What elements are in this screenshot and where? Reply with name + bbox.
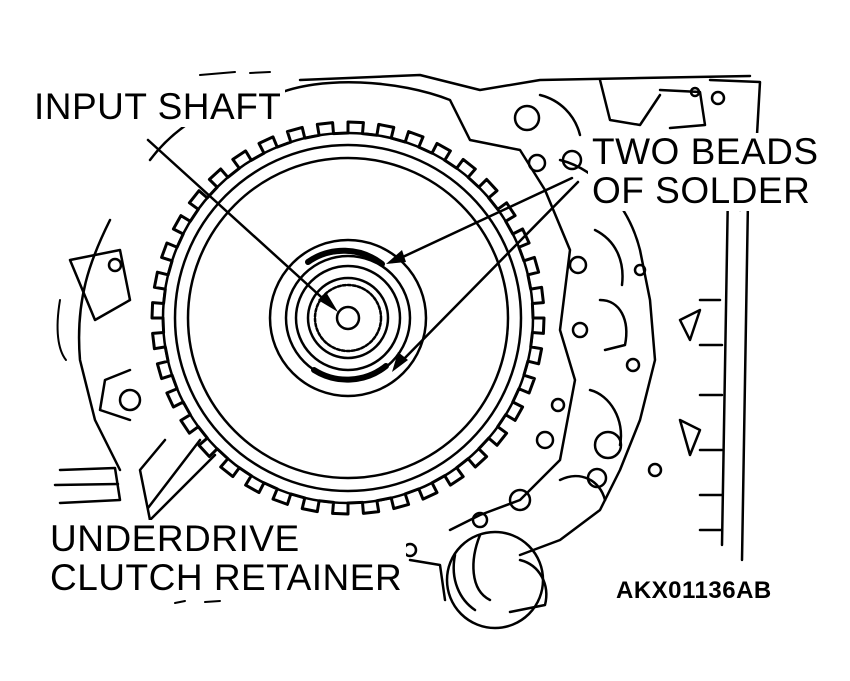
hub-step bbox=[284, 254, 412, 382]
retainer-label-line-2: CLUTCH RETAINER bbox=[50, 556, 403, 598]
solder-label-line-2: OF SOLDER bbox=[592, 169, 811, 211]
leader-retainer bbox=[148, 453, 217, 522]
hub-outer bbox=[268, 238, 428, 398]
input-shaft-label-text: INPUT SHAFT bbox=[34, 86, 282, 127]
solder-bead-lower bbox=[311, 363, 389, 383]
solder-bead-upper bbox=[305, 247, 385, 267]
leader-lines bbox=[146, 138, 580, 522]
underdrive-clutch-retainer bbox=[150, 120, 546, 516]
case-edge-details bbox=[56, 71, 271, 604]
shaft-spline-outer bbox=[306, 276, 390, 360]
arrowhead-input-shaft bbox=[318, 292, 338, 312]
arrowhead-solder-upper bbox=[386, 250, 406, 264]
retainer-label-line-1: UNDERDRIVE bbox=[50, 518, 300, 559]
solder-beads-label: TWO BEADS OF SOLDER bbox=[588, 131, 823, 211]
input-shaft-label: INPUT SHAFT bbox=[30, 86, 286, 127]
leader-retainer-2 bbox=[146, 438, 202, 510]
leader-input-shaft bbox=[146, 138, 332, 307]
leader-solder-upper bbox=[390, 176, 574, 264]
case-bolt-holes bbox=[107, 86, 726, 630]
retainer-label: UNDERDRIVE CLUTCH RETAINER bbox=[46, 518, 407, 598]
retainer-teeth bbox=[150, 120, 546, 516]
retainer-inner-ring bbox=[186, 156, 510, 480]
shaft-center-bore bbox=[335, 305, 361, 331]
arrowhead-solder-lower bbox=[392, 352, 408, 372]
leader-solder-lower bbox=[396, 180, 580, 367]
retainer-outer-rim bbox=[161, 131, 535, 505]
arrowheads bbox=[318, 250, 408, 372]
shaft-spline-inner bbox=[313, 283, 383, 353]
hub-collar bbox=[294, 264, 402, 372]
solder-label-line-1: TWO BEADS bbox=[592, 131, 819, 172]
figure-code: AKX01136AB bbox=[612, 578, 776, 603]
input-shaft bbox=[268, 238, 428, 398]
figure-code-text: AKX01136AB bbox=[616, 577, 772, 604]
retainer-face bbox=[173, 143, 523, 493]
solder-beads bbox=[305, 247, 389, 383]
